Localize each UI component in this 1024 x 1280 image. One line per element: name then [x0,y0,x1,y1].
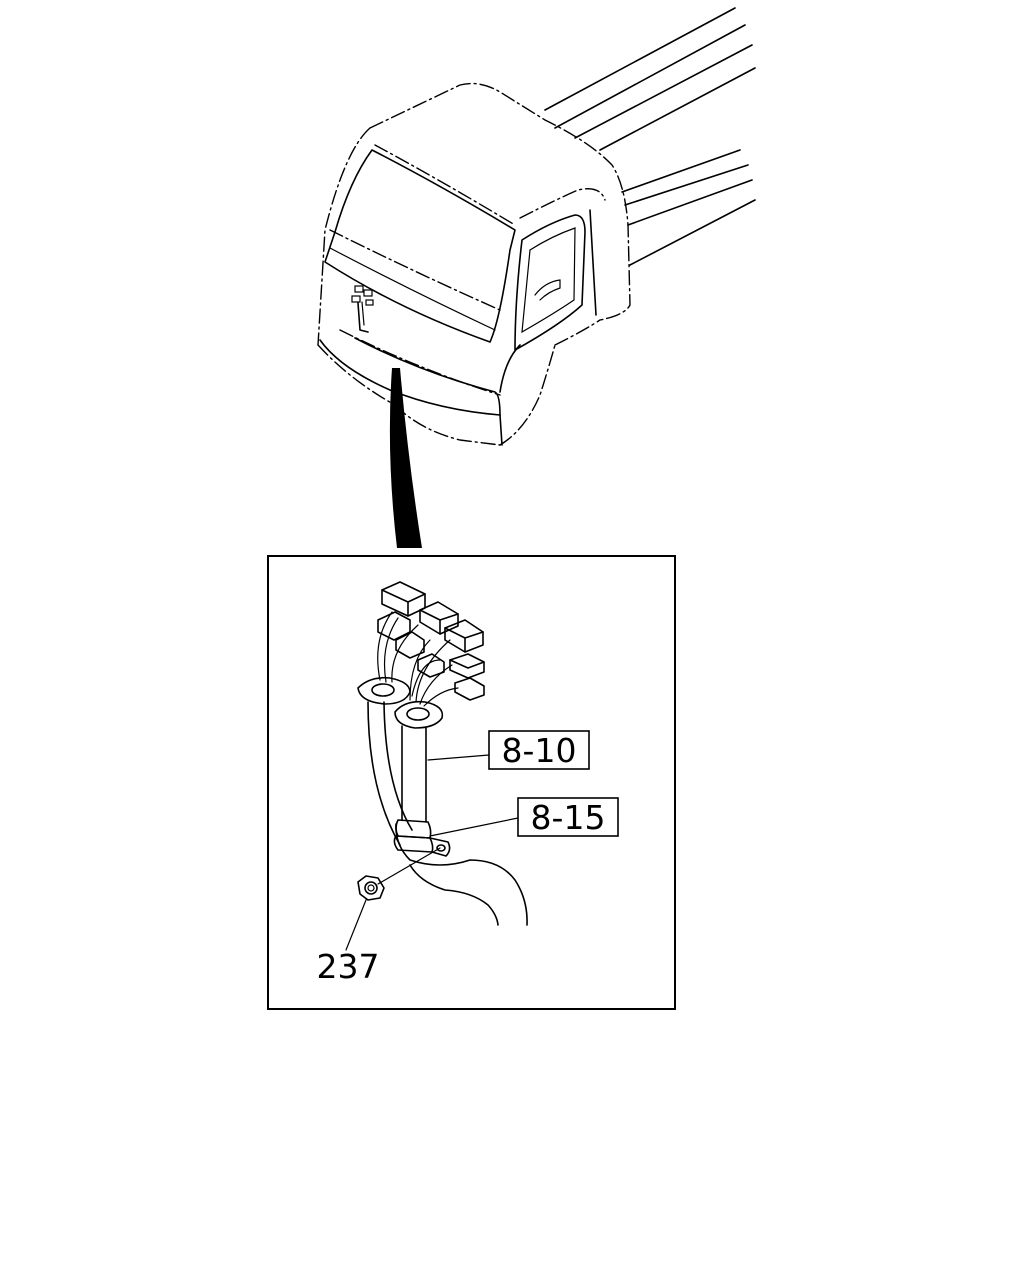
callout-8-15: 8-15 [517,797,619,837]
chassis-frame-rails [544,7,756,266]
callout-label-8-15: 8-15 [531,798,606,837]
cab-harness-location [351,285,374,333]
leader-lines [345,754,519,951]
windshield [324,149,516,343]
callout-label-237: 237 [317,947,380,986]
callout-237: 237 [317,947,380,986]
front-bumper [319,337,521,446]
connector-cluster [377,581,485,707]
truck-cab-illustration [317,7,756,548]
grommets [357,676,444,729]
nut-part [357,875,385,901]
detail-pointer-arrow [389,368,422,548]
detail-view-box [267,555,676,1010]
harness-tubes [367,701,528,926]
side-window [514,209,597,351]
callout-label-8-10: 8-10 [502,731,577,770]
callout-8-10: 8-10 [488,730,590,770]
